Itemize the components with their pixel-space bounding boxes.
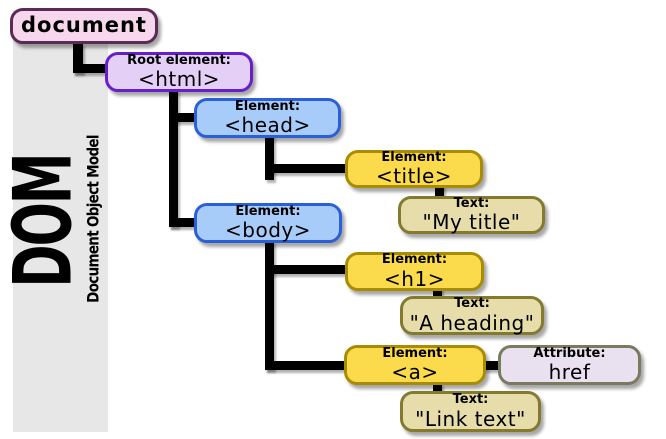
dom-subtitle-text: Document Object Model — [84, 135, 104, 303]
node-text-link-text: Text: "Link text" — [400, 391, 541, 432]
connector-html-body-branch — [169, 218, 196, 227]
node-document-label: document — [21, 13, 147, 38]
node-attribute-href: Attribute: href — [498, 345, 641, 385]
connector-body-h1-branch — [265, 265, 345, 274]
node-element-title: Element: <title> — [345, 150, 483, 188]
node-html-type-label: Root element: — [127, 52, 231, 68]
node-root-element-html: Root element: <html> — [105, 52, 253, 92]
node-body-type-label: Element: — [235, 203, 301, 219]
connector-head-trunk — [265, 135, 274, 180]
connector-html-trunk — [169, 90, 178, 227]
connector-title-text-stub — [435, 185, 444, 198]
node-my-title-value: "My title" — [422, 210, 521, 235]
node-title-tag: <title> — [375, 164, 453, 189]
node-link-text-value: "Link text" — [415, 406, 526, 431]
connector-document-html-horizontal — [73, 64, 110, 73]
connector-a-text-stub — [433, 383, 442, 394]
node-body-tag: <body> — [225, 218, 311, 243]
connector-body-a-branch — [265, 361, 345, 370]
node-title-type-label: Element: — [381, 149, 447, 165]
node-element-h1: Element: <h1> — [345, 252, 484, 291]
node-a-heading-type-label: Text: — [454, 296, 490, 312]
node-link-text-type-label: Text: — [452, 392, 489, 408]
node-element-body: Element: <body> — [194, 203, 342, 243]
node-h1-tag: <h1> — [384, 266, 445, 291]
dom-title-text: DOM — [0, 154, 91, 288]
sidebar-band — [13, 10, 108, 432]
node-html-tag: <html> — [137, 67, 221, 92]
node-document: document — [10, 8, 158, 44]
connector-document-html-vertical — [73, 43, 83, 73]
connector-a-href-stub — [484, 361, 501, 370]
node-a-heading-value: "A heading" — [409, 310, 535, 335]
connector-body-trunk — [265, 241, 274, 370]
dom-vertical-subtitle: Document Object Model — [82, 135, 106, 303]
connector-h1-text-stub — [433, 288, 442, 299]
node-h1-type-label: Element: — [381, 252, 448, 268]
node-head-tag: <head> — [224, 113, 311, 138]
node-my-title-type-label: Text: — [453, 195, 490, 211]
node-a-tag: <a> — [391, 360, 439, 385]
node-text-my-title: Text: "My title" — [398, 196, 545, 234]
node-element-a: Element: <a> — [344, 345, 486, 385]
connector-head-title-branch — [265, 164, 345, 173]
node-head-type-label: Element: — [234, 98, 301, 114]
dom-vertical-title: DOM — [0, 153, 91, 289]
node-a-type-label: Element: — [382, 345, 448, 361]
node-text-a-heading: Text: "A heading" — [400, 296, 544, 335]
node-href-value: href — [548, 360, 591, 385]
node-element-head: Element: <head> — [194, 98, 341, 138]
node-href-type-label: Attribute: — [533, 345, 606, 361]
connector-html-head-branch — [169, 113, 196, 122]
